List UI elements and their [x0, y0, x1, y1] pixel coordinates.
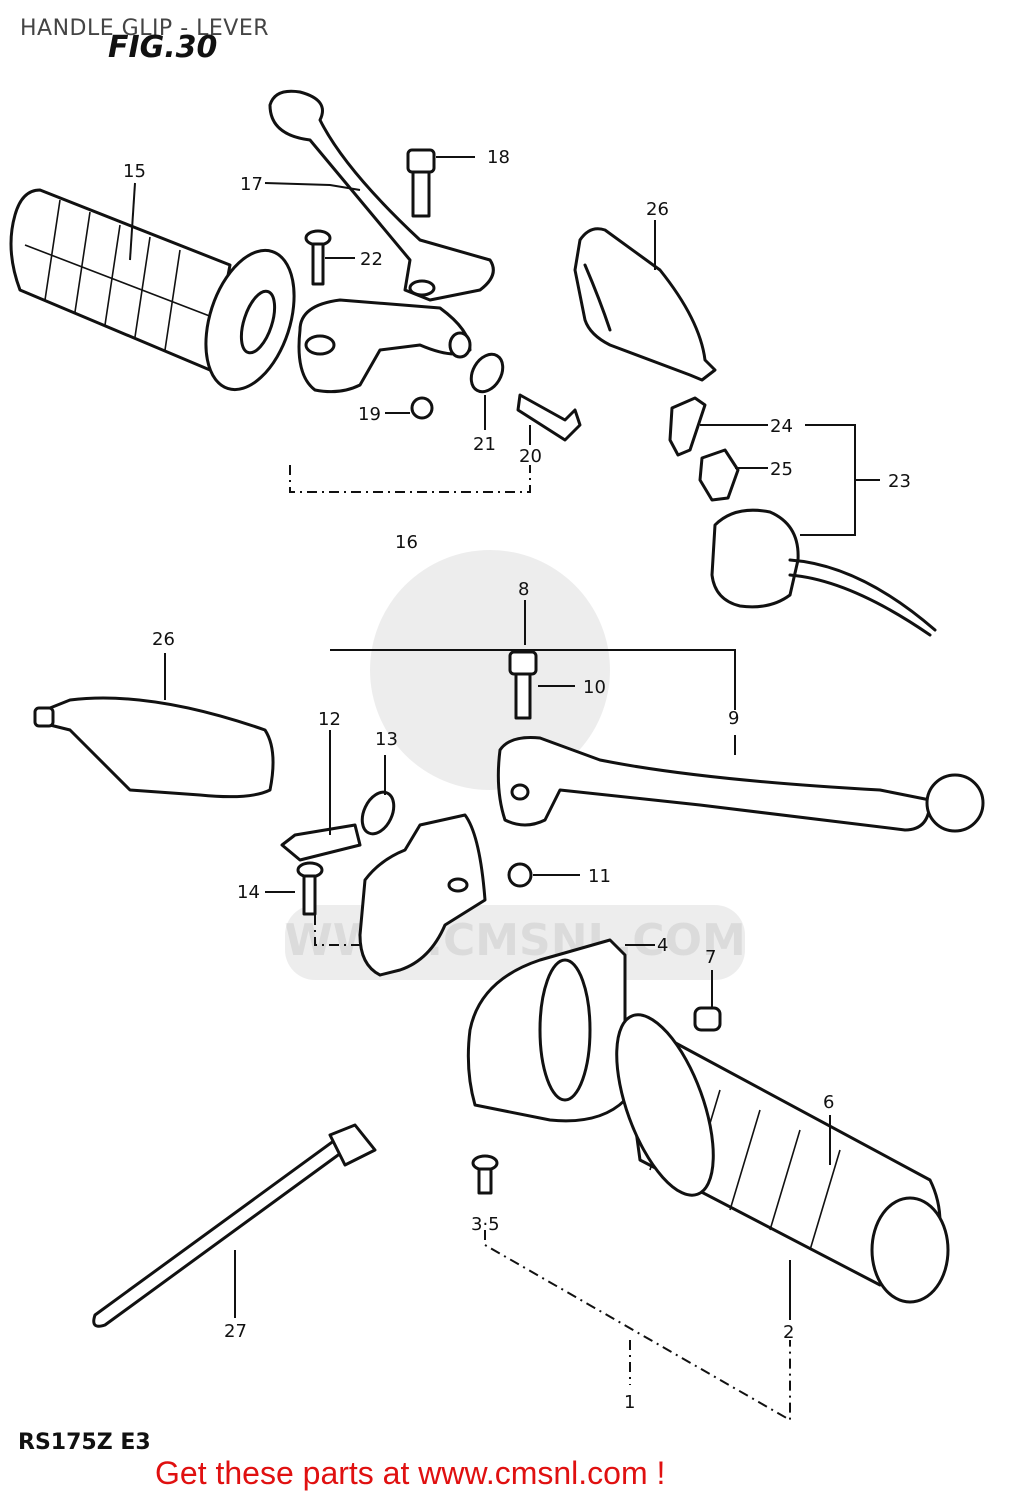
- callout-21: 21: [473, 434, 496, 455]
- part-25-bracket: [698, 448, 740, 502]
- callout-24: 24: [770, 416, 793, 437]
- part-4-throttle-housing: [466, 938, 627, 1123]
- part-22-screw: [304, 229, 332, 286]
- figure-label: FIG.30: [108, 30, 218, 65]
- callout-8: 8: [518, 579, 529, 600]
- part-9-brake-lever: [496, 736, 985, 833]
- promo-link[interactable]: Get these parts at www.cmsnl.com !: [155, 1455, 666, 1491]
- callout-10: 10: [583, 677, 606, 698]
- part-6-right-grip: [615, 1013, 950, 1304]
- part-21-washer: [469, 352, 505, 394]
- part-lever-bracket: [358, 813, 487, 977]
- watermark-text: WWW.CMSNL.COM: [284, 915, 746, 966]
- part-7-cap: [693, 1006, 722, 1032]
- callout-19: 19: [358, 404, 381, 425]
- part-26-cover-lower: [33, 696, 275, 799]
- part-23-switch: [710, 508, 937, 637]
- part-13-washer: [360, 790, 396, 836]
- callout-14: 14: [237, 882, 260, 903]
- part-15-left-grip: [9, 188, 296, 392]
- callout-6: 6: [823, 1092, 834, 1113]
- callout-3-5: 3·5: [471, 1214, 500, 1235]
- callout-9: 9: [728, 708, 739, 729]
- callout-22: 22: [360, 249, 383, 270]
- callout-7: 7: [705, 947, 716, 968]
- part-16-lever-holder: [297, 298, 472, 394]
- part-17-lever: [268, 89, 495, 302]
- part-11-nut: [507, 862, 533, 888]
- callout-11: 11: [588, 866, 611, 887]
- callout-18: 18: [487, 147, 510, 168]
- callout-15: 15: [123, 161, 146, 182]
- callout-20: 20: [519, 446, 542, 467]
- callout-25: 25: [770, 459, 793, 480]
- callout-26-lower: 26: [152, 629, 175, 650]
- part-20-adjuster: [516, 393, 582, 442]
- callout-17: 17: [240, 174, 263, 195]
- part-12-adjuster: [280, 823, 362, 862]
- callout-12: 12: [318, 709, 341, 730]
- part-24-clamp: [668, 396, 707, 457]
- callout-numbers: 15 17 18 22 26 19 21 20 16 24 25 23 8 10…: [123, 147, 911, 1413]
- part-14-screw: [296, 861, 324, 916]
- callout-23: 23: [888, 471, 911, 492]
- callout-1: 1: [624, 1392, 635, 1413]
- callout-13: 13: [375, 729, 398, 750]
- callout-26-upper: 26: [646, 199, 669, 220]
- callout-4: 4: [657, 935, 668, 956]
- page-title: HANDLE GLIP - LEVER: [20, 16, 270, 41]
- part-10-bolt: [508, 650, 538, 720]
- part-27-strap: [92, 1123, 377, 1328]
- part-3-5-screw: [471, 1154, 499, 1195]
- callout-27: 27: [224, 1321, 247, 1342]
- part-18-bolt: [406, 148, 436, 218]
- callout-16: 16: [395, 532, 418, 553]
- model-code: RS175Z E3: [18, 1430, 151, 1455]
- callout-2: 2: [783, 1322, 794, 1343]
- leader-lines: [129, 156, 880, 1422]
- part-19-nut: [410, 396, 434, 420]
- part-26-cover-upper: [573, 227, 717, 382]
